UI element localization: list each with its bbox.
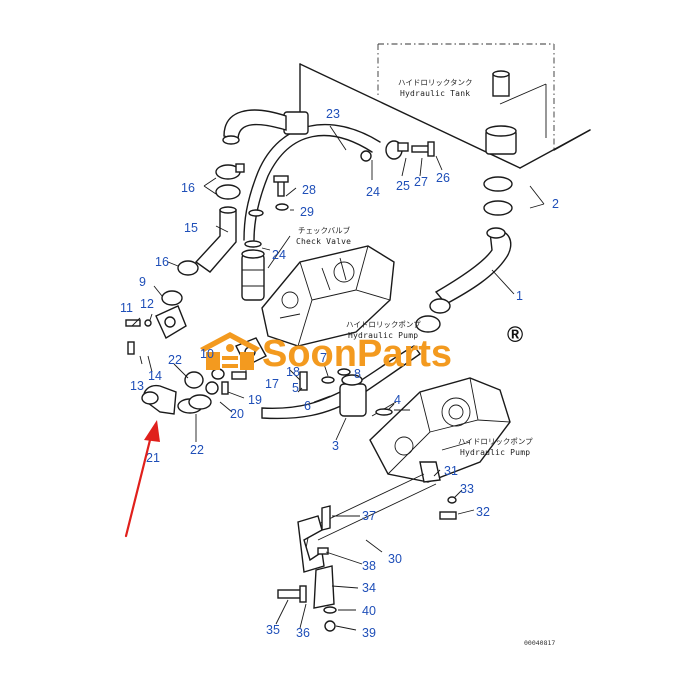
bracket-30 <box>277 505 337 632</box>
part-number: 31 <box>444 464 458 478</box>
flange-9 <box>125 305 187 355</box>
part-number: 7 <box>320 351 327 365</box>
part-number: 18 <box>286 365 300 379</box>
part-number: 28 <box>302 183 316 197</box>
hydraulic-tank-jp-label: ハイドロリックタンク <box>398 78 473 87</box>
part-number: 8 <box>354 367 361 381</box>
part-number: 1 <box>516 289 523 303</box>
part-number: 10 <box>200 347 214 361</box>
red-arrow-icon <box>124 420 160 538</box>
part-number: 4 <box>394 393 401 407</box>
part-number: 16 <box>181 181 195 195</box>
part-number: 27 <box>414 175 428 189</box>
elbow-21 <box>141 371 219 415</box>
part-number: 29 <box>300 205 314 219</box>
tube-31 <box>305 461 457 549</box>
part-number: 9 <box>139 275 146 289</box>
hydraulic-pump-lower <box>369 377 511 483</box>
part-number: 5 <box>292 381 299 395</box>
pump-lower-jp-label: ハイドロリックポンプ <box>458 437 533 446</box>
clamp-16-lower <box>161 260 199 306</box>
part-number: 37 <box>362 509 376 523</box>
part-number: 34 <box>362 581 376 595</box>
watermark-registered: ® <box>507 322 523 347</box>
part-number: 33 <box>460 482 474 496</box>
clamp-16-upper <box>215 163 245 200</box>
check-valve-en-label: Check Valve <box>296 237 351 246</box>
part-number: 12 <box>140 297 154 311</box>
part-number: 24 <box>272 248 286 262</box>
o-ring-4 <box>375 408 393 416</box>
part-number: 24 <box>366 185 380 199</box>
part-number: 14 <box>148 369 162 383</box>
pump-inlet-clamps <box>415 298 451 333</box>
part-number: 40 <box>362 604 376 618</box>
part-number: 11 <box>120 301 133 315</box>
part-number: 16 <box>155 255 169 269</box>
part-number: 6 <box>304 399 311 413</box>
part-number: 17 <box>265 377 279 391</box>
bolt-26 <box>411 141 435 157</box>
pump-lower-en-label: Hydraulic Pump <box>460 448 530 457</box>
flange-10 <box>211 337 267 395</box>
part-number: 20 <box>230 407 244 421</box>
check-valve <box>241 209 265 301</box>
part-number: 30 <box>388 552 402 566</box>
part-number: 13 <box>130 379 144 393</box>
check-valve-jp-label: チェックバルブ <box>298 225 351 235</box>
hose-23 <box>222 109 381 241</box>
watermark-brand: SoonParts <box>262 333 452 375</box>
part-number: 25 <box>396 179 410 193</box>
bolt-28 <box>273 175 289 211</box>
part-number: 21 <box>146 451 160 465</box>
part-number: 22 <box>190 443 204 457</box>
clamp-25 <box>360 140 409 162</box>
drawing-code: 00040817 <box>524 639 555 647</box>
hydraulic-tank-en-label: Hydraulic Tank <box>400 89 470 98</box>
hydraulic-tank <box>299 43 591 169</box>
hose-15 <box>194 206 237 273</box>
part-number: 26 <box>436 171 450 185</box>
leader-lines <box>131 125 545 631</box>
pump-upper-en-label: Hydraulic Pump <box>348 331 418 340</box>
part-number: 36 <box>296 626 310 640</box>
part-number: 15 <box>184 221 198 235</box>
part-number: 3 <box>332 439 339 453</box>
hose-3 <box>261 345 421 420</box>
part-number: 22 <box>168 353 182 367</box>
clamp-2 <box>483 176 513 216</box>
bolt-18 <box>299 368 351 391</box>
part-number: 39 <box>362 626 376 640</box>
part-number: 38 <box>362 559 376 573</box>
part-number-callouts: 1 2 3 4 5 6 7 8 9 10 11 12 13 14 15 16 1… <box>120 107 559 640</box>
hose-1 <box>434 227 512 305</box>
part-number: 32 <box>476 505 490 519</box>
part-number: 2 <box>552 197 559 211</box>
part-number: 23 <box>326 107 340 121</box>
pump-upper-jp-label: ハイドロリックポンプ <box>346 320 421 329</box>
part-number: 19 <box>248 393 262 407</box>
soonparts-watermark: SoonParts ® <box>200 322 523 375</box>
part-number: 35 <box>266 623 280 637</box>
soonparts-logo-icon <box>200 332 260 370</box>
hydraulic-pump-upper <box>261 245 395 347</box>
